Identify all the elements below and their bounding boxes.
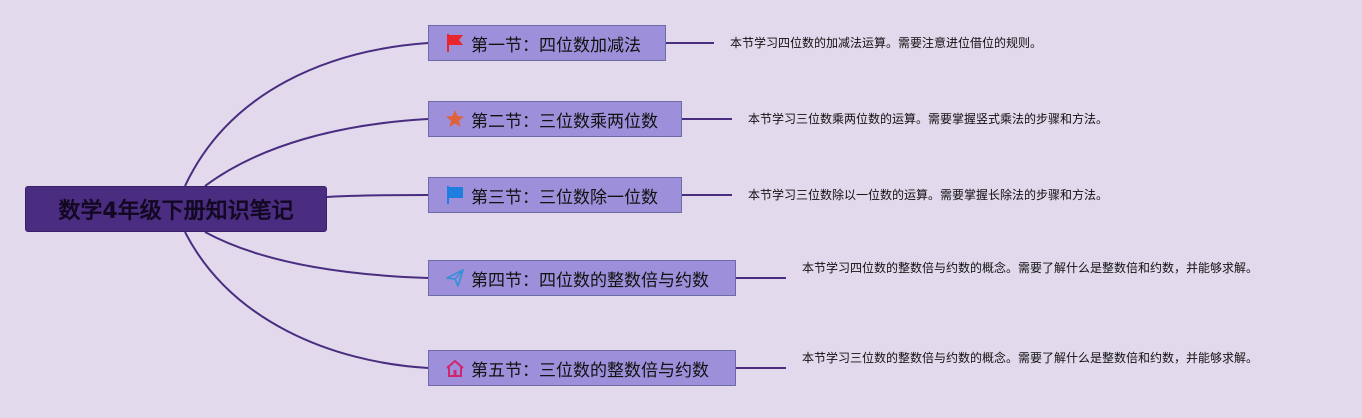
topic-section-2[interactable]: 第二节：三位数乘两位数	[428, 101, 682, 137]
description-section-1: 本节学习四位数的加减法运算。需要注意进位借位的规则。	[730, 36, 1043, 50]
topic-section-3[interactable]: 第三节：三位数除一位数	[428, 177, 682, 213]
description-section-5: 本节学习三位数的整数倍与约数的概念。需要了解什么是整数倍和约数，并能够求解。	[802, 351, 1259, 365]
connector-root-section-5	[184, 231, 429, 369]
description-section-4: 本节学习四位数的整数倍与约数的概念。需要了解什么是整数倍和约数，并能够求解。	[802, 261, 1259, 275]
red-flag-icon	[445, 33, 465, 53]
description-section-3: 本节学习三位数除以一位数的运算。需要掌握长除法的步骤和方法。	[748, 188, 1109, 202]
description-section-2: 本节学习三位数乘两位数的运算。需要掌握竖式乘法的步骤和方法。	[748, 112, 1109, 126]
topic-section-1-label: 第一节：四位数加减法	[471, 35, 641, 56]
orange-star-icon	[445, 109, 465, 129]
connector-root-section-2	[204, 118, 429, 187]
house-icon	[445, 358, 465, 378]
topic-section-3-label: 第三节：三位数除一位数	[471, 187, 658, 208]
blue-flag-icon	[445, 185, 465, 205]
connector-root-section-1	[184, 42, 429, 187]
topic-section-1[interactable]: 第一节：四位数加减法	[428, 25, 666, 61]
paper-plane-icon	[445, 268, 465, 288]
connector-root-section-3	[326, 194, 429, 198]
topic-section-4[interactable]: 第四节：四位数的整数倍与约数	[428, 260, 736, 296]
topic-section-5-label: 第五节：三位数的整数倍与约数	[471, 360, 709, 381]
root-topic-label: 数学4年级下册知识笔记	[58, 199, 294, 224]
topic-section-5[interactable]: 第五节：三位数的整数倍与约数	[428, 350, 736, 386]
topic-section-2-label: 第二节：三位数乘两位数	[471, 111, 658, 132]
topic-section-4-label: 第四节：四位数的整数倍与约数	[471, 270, 709, 291]
connector-root-section-4	[204, 231, 429, 279]
root-topic[interactable]: 数学4年级下册知识笔记	[25, 186, 327, 232]
